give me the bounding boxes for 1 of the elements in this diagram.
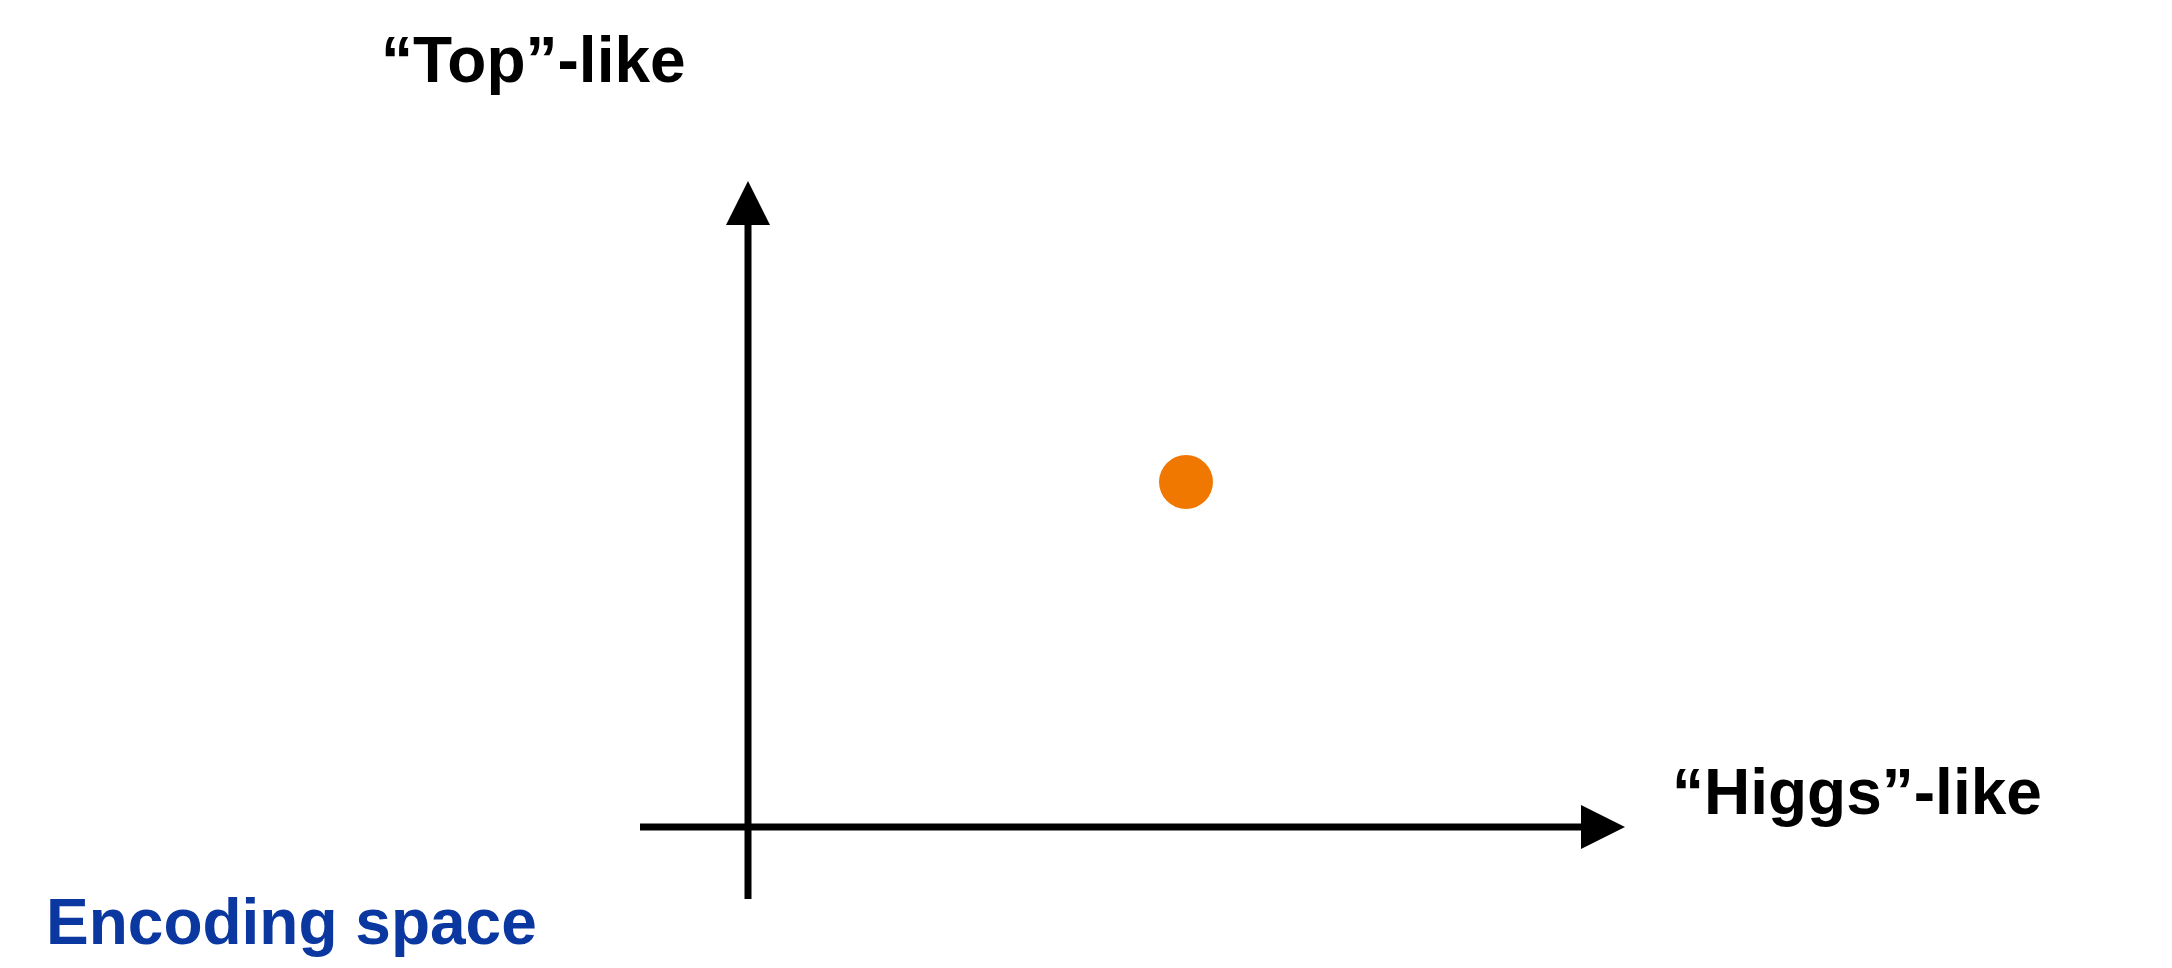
data-point (1159, 455, 1213, 509)
